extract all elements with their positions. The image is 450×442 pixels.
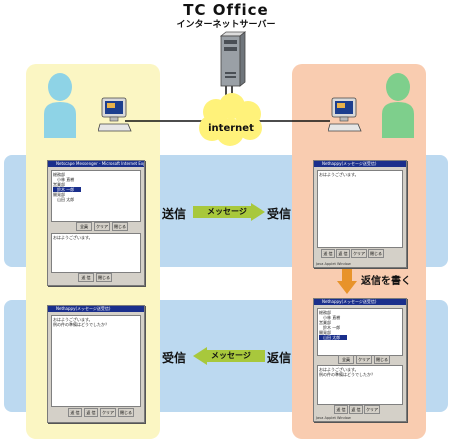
reply-input[interactable]: おはようございます。 例の件の準備はどうでしたか？ [317, 365, 403, 405]
applet-status: Java Applet Window [316, 262, 351, 266]
list-item[interactable]: 小林 直樹 [57, 177, 75, 182]
page-subtitle: インターネットサーバー [176, 20, 276, 30]
window-titlebar: Nethappy(メッセージ送受信) [314, 161, 406, 167]
all-button[interactable]: 全員 [338, 355, 354, 364]
reply-step-label: 返信を書く [361, 276, 411, 287]
list-item[interactable]: 山田 太郎 [57, 197, 75, 202]
list-item[interactable]: 鈴木 一郎 [53, 187, 81, 192]
clear-button[interactable]: クリア [364, 405, 380, 414]
message-text: おはようございます。 [53, 317, 93, 322]
close-button[interactable]: 閉じる [368, 249, 384, 258]
top-receive-label: 受信 [267, 207, 292, 221]
sender-computer-icon [98, 97, 132, 132]
send-button[interactable]: 送 信 [78, 273, 94, 282]
list-item[interactable]: 営業部 [53, 182, 65, 187]
list-item[interactable]: 営業部 [319, 320, 331, 325]
server-icon [219, 31, 247, 87]
member-list: 総務部 小林 直樹 営業部 鈴木 一郎 開発部 山田 太郎 [51, 170, 141, 222]
reply-button[interactable]: 返 信 [349, 405, 363, 414]
clear-button[interactable]: クリア [356, 355, 372, 364]
close-button[interactable]: 閉じる [112, 222, 128, 231]
send-button[interactable]: 送 信 [334, 405, 348, 414]
received-messages: おはようございます。 [317, 170, 403, 248]
clear-button[interactable]: クリア [100, 408, 116, 417]
sender-compose-window: Netscape Messenger - Microsoft Internet … [47, 160, 145, 286]
bottom-arrow-label: メッセージ [211, 351, 251, 360]
receiver-message-window: Nethappy(メッセージ送受信) おはようございます。 送 信 返 信 クリ… [313, 160, 407, 268]
message-text: おはようございます。 [319, 172, 359, 177]
received-messages: おはようございます。 例の件の準備はどうでしたか？ [51, 315, 141, 407]
list-item[interactable]: 総務部 [319, 310, 331, 315]
reply-button[interactable]: 返 信 [84, 408, 98, 417]
receiver-user-icon [382, 73, 414, 138]
top-message-arrow: メッセージ [193, 203, 265, 221]
list-item[interactable]: 総務部 [53, 172, 65, 177]
message-text: おはようございます。 [53, 235, 93, 240]
bottom-message-arrow: メッセージ [193, 347, 265, 365]
top-arrow-label: メッセージ [207, 207, 247, 216]
close-button[interactable]: 閉じる [374, 355, 390, 364]
bottom-reply-label: 返信 [267, 351, 292, 365]
clear-button[interactable]: クリア [94, 222, 110, 231]
all-button[interactable]: 全員 [76, 222, 92, 231]
list-item[interactable]: 山田 太郎 [319, 335, 347, 340]
internet-cloud-icon [199, 93, 262, 146]
list-item[interactable]: 開発部 [53, 192, 65, 197]
clear-button[interactable]: クリア [351, 249, 367, 258]
message-text: 例の件の準備はどうでしたか？ [319, 372, 375, 377]
reply-compose-window: Nethappy(メッセージ送受信) 総務部 小林 直樹 営業部 鈴木 一郎 開… [313, 298, 407, 422]
reply-button[interactable]: 返 信 [336, 249, 350, 258]
applet-status: Java Applet Window [316, 416, 351, 420]
send-button[interactable]: 送 信 [68, 408, 82, 417]
window-titlebar: Nethappy(メッセージ送受信) [314, 299, 406, 305]
close-button[interactable]: 閉じる [96, 273, 112, 282]
right-arrow-icon [193, 203, 265, 221]
list-item[interactable]: 小林 直樹 [323, 315, 341, 320]
internet-label: internet [208, 123, 254, 134]
list-item[interactable]: 鈴木 一郎 [323, 325, 341, 330]
window-titlebar: Netscape Messenger - Microsoft Internet … [48, 161, 144, 167]
sender-user-icon [44, 73, 76, 138]
member-list: 総務部 小林 直樹 営業部 鈴木 一郎 開発部 山田 太郎 [317, 308, 403, 356]
message-text: 例の件の準備はどうでしたか？ [53, 322, 109, 327]
bottom-receive-label: 受信 [162, 351, 187, 365]
down-arrow-icon [337, 268, 357, 294]
left-arrow-icon [193, 347, 265, 365]
top-send-label: 送信 [162, 207, 187, 221]
send-button[interactable]: 送 信 [321, 249, 335, 258]
window-titlebar: Nethappy(メッセージ送受信) [48, 306, 144, 312]
message-input[interactable]: おはようございます。 [51, 233, 141, 273]
sender-inbox-window: Nethappy(メッセージ送受信) おはようございます。 例の件の準備はどうで… [47, 305, 145, 423]
close-button[interactable]: 閉じる [118, 408, 134, 417]
page-title: TC Office [183, 1, 269, 19]
list-item[interactable]: 開発部 [319, 330, 331, 335]
message-text: おはようございます。 [319, 367, 359, 372]
receiver-computer-icon [328, 97, 362, 132]
